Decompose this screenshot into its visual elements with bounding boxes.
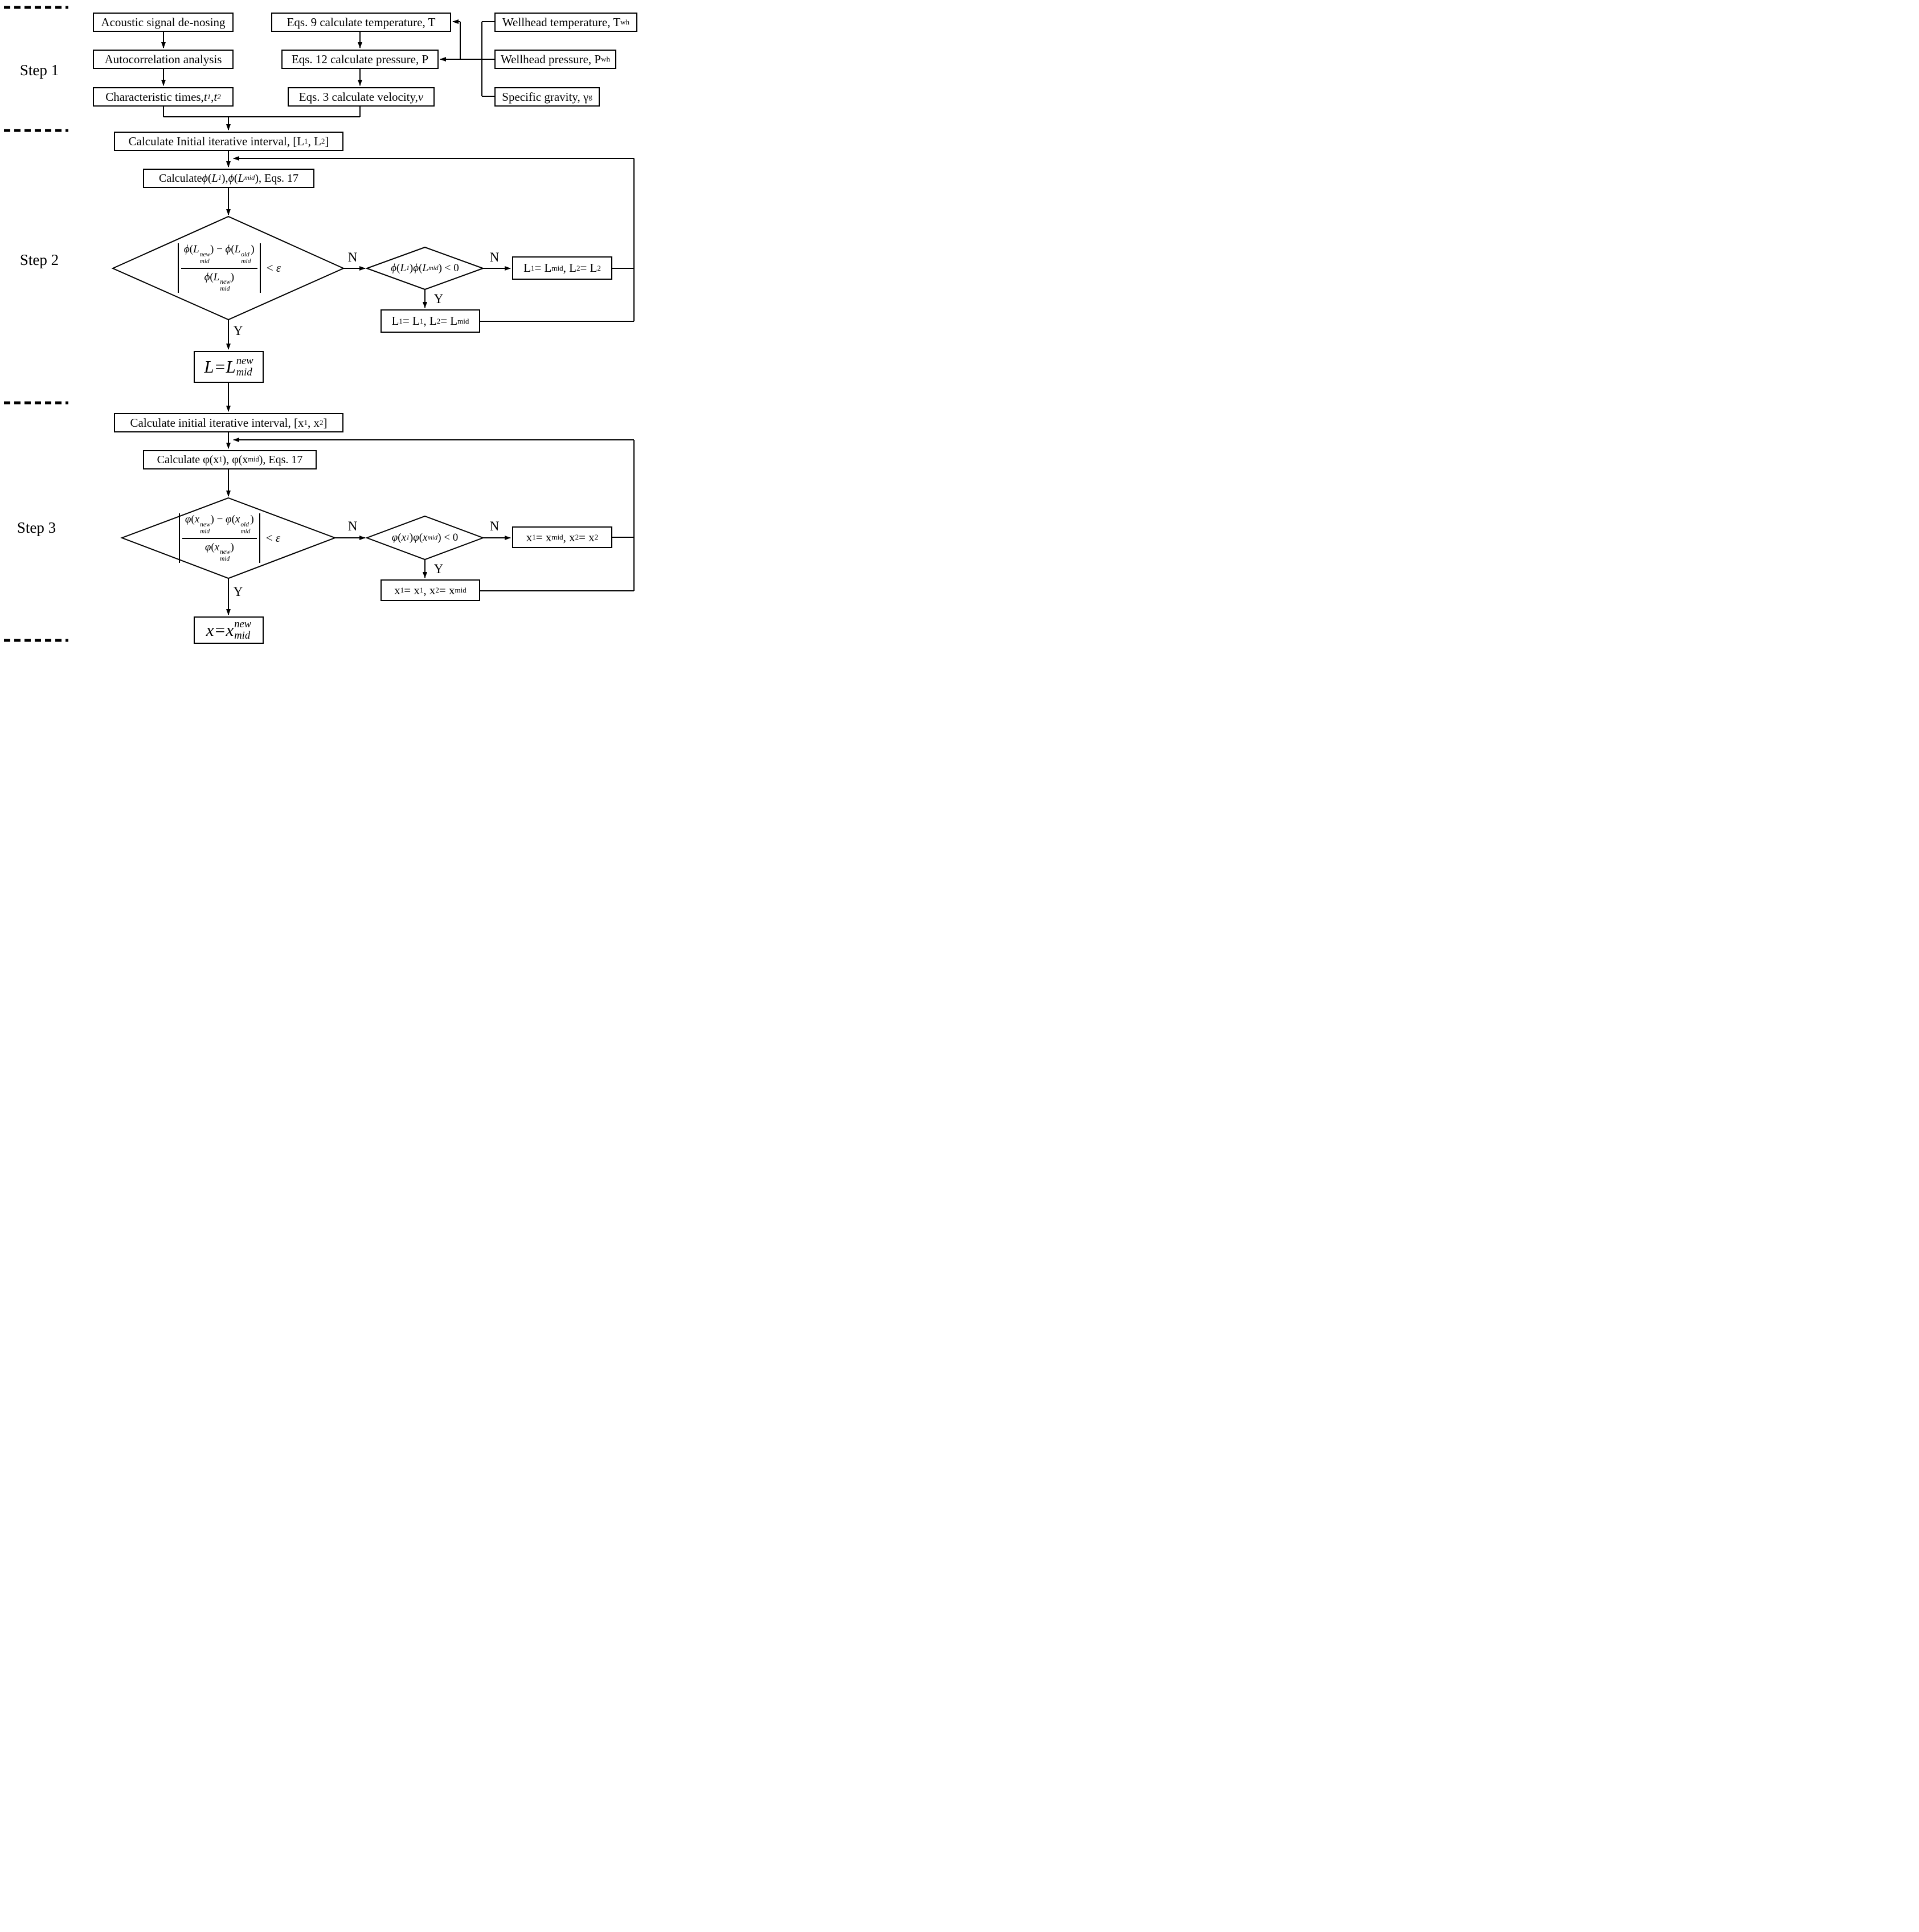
abs-bar xyxy=(259,243,261,293)
node-calc-temperature: Eqs. 9 calculate temperature, T xyxy=(271,13,451,32)
step-1-label: Step 1 xyxy=(19,61,59,79)
branch-yes-label-x-sign: Y xyxy=(433,562,444,576)
node-calc-pressure: Eqs. 12 calculate pressure, P xyxy=(281,50,439,69)
condition-comparison: < ε xyxy=(265,531,281,545)
node-acoustic-denoising: Acoustic signal de-nosing xyxy=(93,13,234,32)
branch-yes-label-L-converged: Y xyxy=(233,324,243,338)
node-interval-L: Calculate Initial iterative interval, [L… xyxy=(114,132,343,151)
flowchart-figure: Step 1 Step 2 Step 3 Acoustic signal de-… xyxy=(0,0,640,644)
node-interval-x: Calculate initial iterative interval, [x… xyxy=(114,413,343,432)
flow-arrows xyxy=(161,19,635,615)
step-2-label: Step 2 xyxy=(19,251,59,268)
condition-comparison: < ε xyxy=(266,261,281,275)
node-calc-velocity: Eqs. 3 calculate velocity, v xyxy=(288,87,435,107)
abs-bar xyxy=(259,513,260,563)
step-3-label: Step 3 xyxy=(17,518,56,536)
node-autocorrelation: Autocorrelation analysis xyxy=(93,50,234,69)
abs-bar xyxy=(178,513,180,563)
branch-no-label-x-converged: N xyxy=(347,519,358,533)
branch-no-label-L-converged: N xyxy=(347,250,358,264)
branch-yes-label-L-sign: Y xyxy=(433,292,444,306)
branch-no-label-L-sign: N xyxy=(489,250,500,264)
branch-no-label-x-sign: N xyxy=(489,519,500,533)
abs-bar xyxy=(177,243,179,293)
step-separator-dashes xyxy=(4,6,68,642)
decision-diamond-x-sign xyxy=(365,515,485,561)
decision-diamond-L-sign xyxy=(365,246,485,291)
branch-yes-label-x-converged: Y xyxy=(233,585,243,599)
